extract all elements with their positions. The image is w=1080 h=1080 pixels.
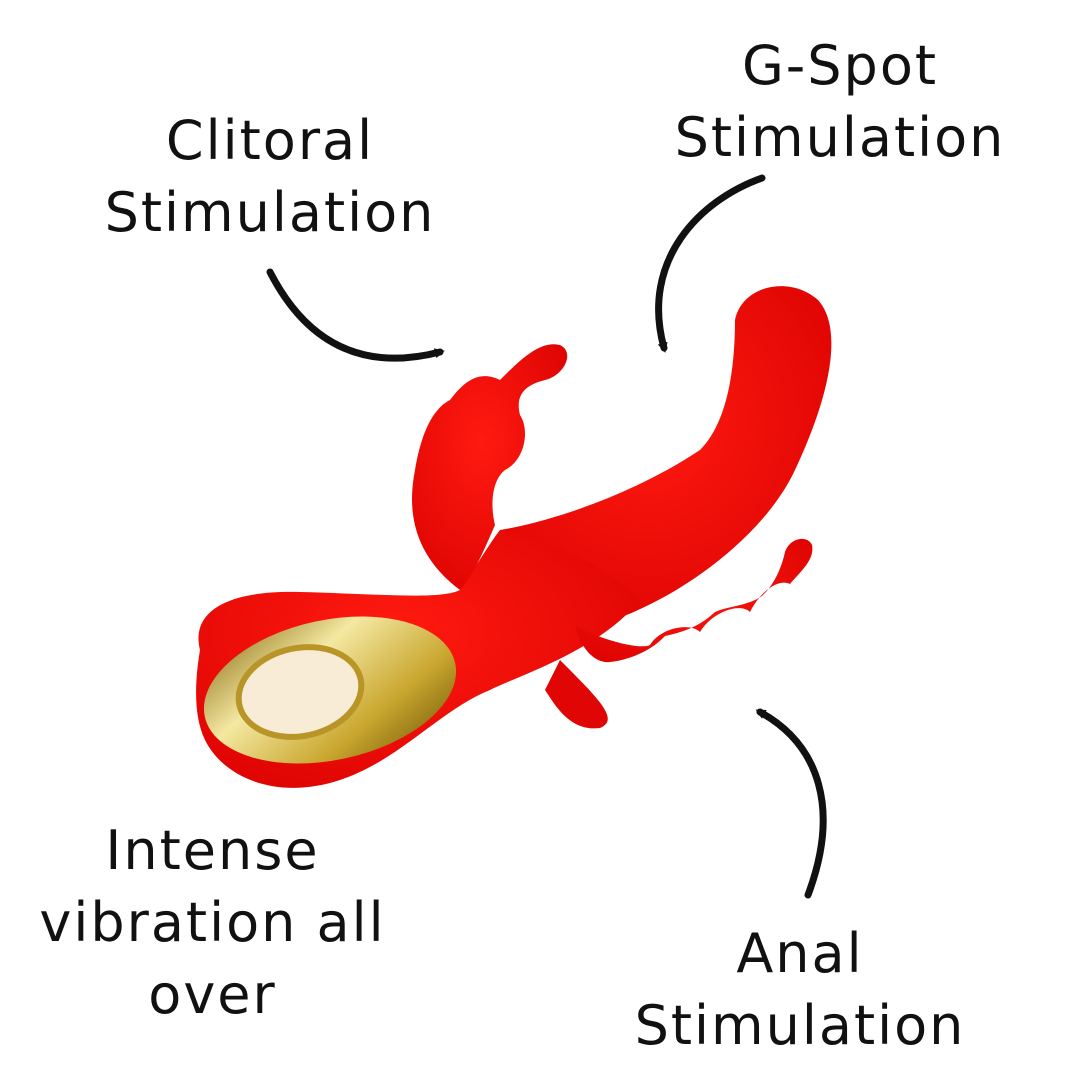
vibration-label: Intense vibration all over	[39, 819, 386, 1026]
arrow-icon	[755, 708, 827, 899]
arrow-icon	[266, 268, 445, 362]
gspot-stimulation-label: G-Spot Stimulation	[674, 34, 1006, 169]
anal-arm	[575, 538, 813, 663]
clitoral-stimulation-label: Clitoral Stimulation	[104, 109, 436, 244]
anal-stimulation-label: Anal Stimulation	[634, 922, 966, 1057]
gspot-arm	[500, 286, 832, 626]
arrow-icon	[655, 174, 766, 353]
clitoral-arm	[412, 344, 568, 590]
product-body	[196, 286, 832, 788]
power-button	[235, 644, 365, 740]
